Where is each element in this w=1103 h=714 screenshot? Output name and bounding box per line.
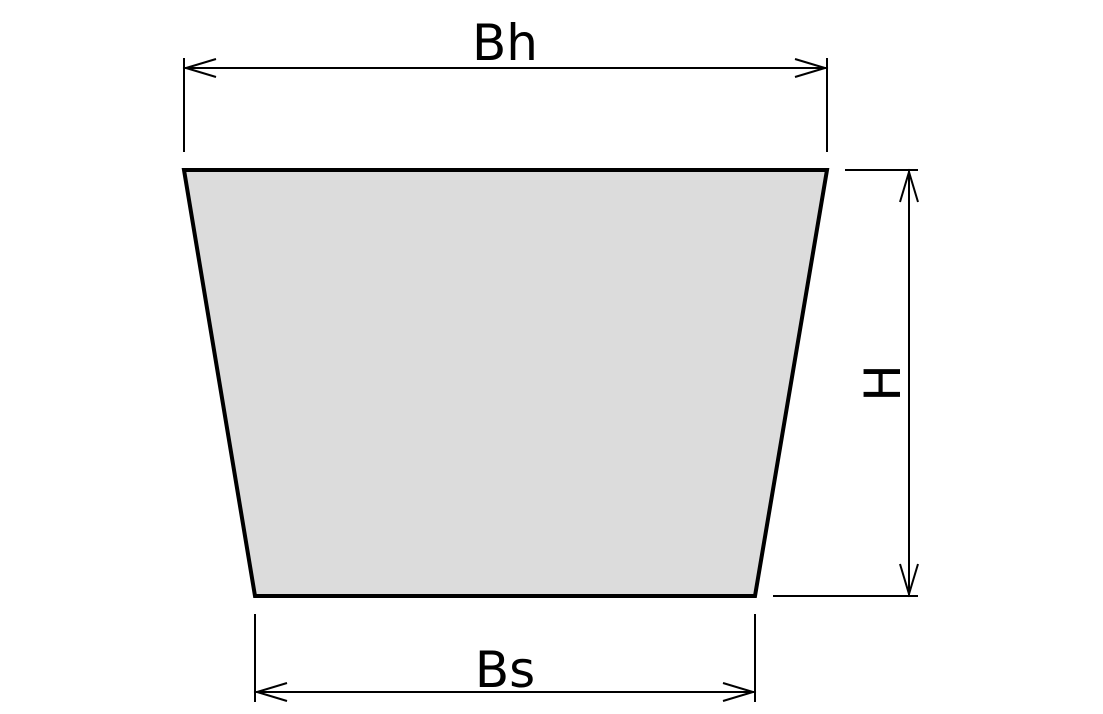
height-top-arrowhead — [899, 168, 919, 203]
top-width-label: Bh — [472, 14, 538, 72]
bottom-width-label: Bs — [475, 641, 535, 699]
bottom-left-arrowhead — [253, 682, 288, 702]
height-dimension: H — [773, 168, 919, 598]
top-width-dimension: Bh — [182, 14, 829, 152]
bottom-width-dimension: Bs — [253, 614, 757, 702]
bottom-right-arrowhead — [722, 682, 757, 702]
top-left-arrowhead — [182, 58, 217, 78]
height-label: H — [854, 364, 912, 402]
trapezoid-shape — [181, 168, 830, 598]
top-right-arrowhead — [794, 58, 829, 78]
height-bottom-arrowhead — [899, 563, 919, 598]
